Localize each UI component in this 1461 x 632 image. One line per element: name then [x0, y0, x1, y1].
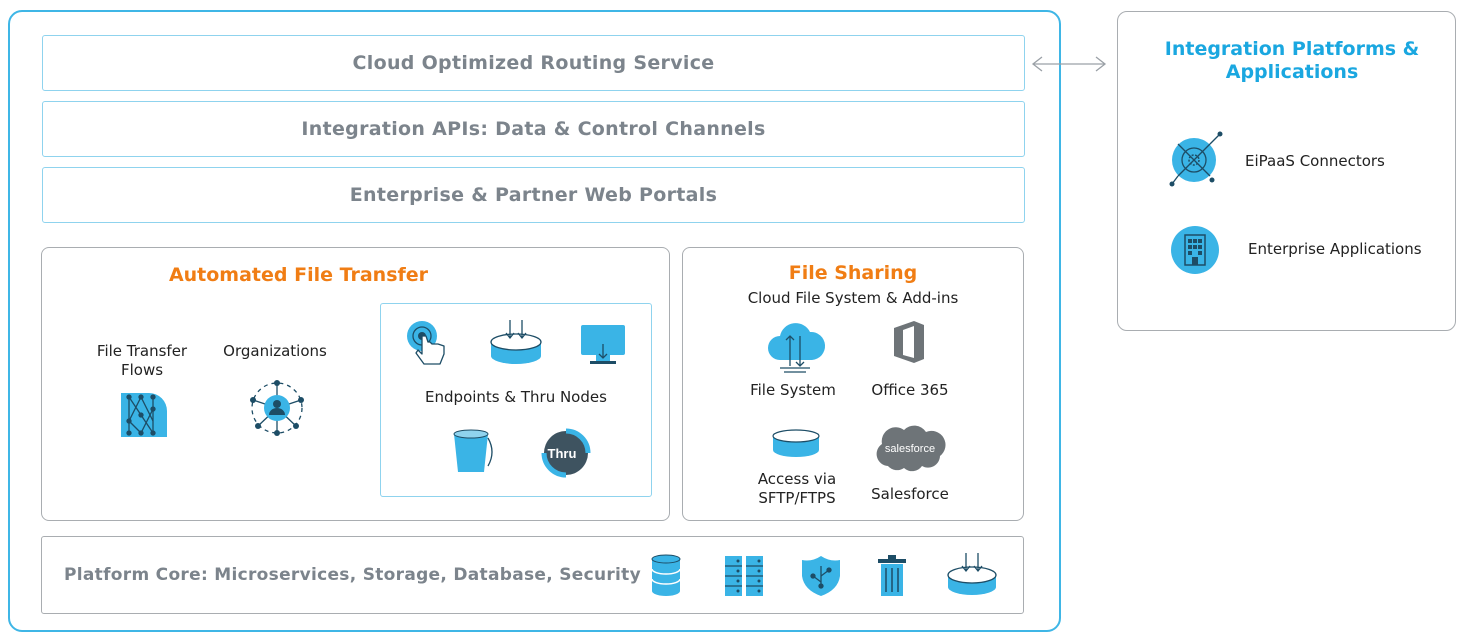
routing-service-bar: Cloud Optimized Routing Service	[42, 35, 1025, 91]
database-icon	[772, 429, 820, 457]
integration-apis-bar: Integration APIs: Data & Control Channel…	[42, 101, 1025, 157]
flows-icon	[121, 393, 167, 437]
platform-container	[8, 10, 1061, 632]
file-sharing-title: File Sharing	[788, 262, 918, 284]
platform-core-bar	[41, 536, 1024, 614]
routing-service-label: Cloud Optimized Routing Service	[352, 52, 715, 74]
enterprise-applications-label: Enterprise Applications	[1248, 240, 1422, 258]
web-portals-bar: Enterprise & Partner Web Portals	[42, 167, 1025, 223]
database-stack-icon	[651, 554, 681, 596]
thru-badge-text: Thru	[548, 446, 577, 461]
bidirectional-arrow-icon	[1031, 56, 1107, 72]
automated-file-transfer-panel	[41, 247, 670, 521]
platform-core-label: Platform Core: Microservices, Storage, D…	[64, 565, 641, 585]
integration-platforms-panel	[1117, 11, 1456, 331]
file-sharing-subtitle: Cloud File System & Add-ins	[747, 289, 959, 307]
salesforce-label: Salesforce	[871, 485, 949, 503]
thru-icon: Thru	[541, 428, 591, 478]
touch-icon	[407, 321, 445, 365]
file-system-label: File System	[750, 381, 836, 399]
endpoints-panel	[380, 303, 652, 497]
building-icon	[1171, 226, 1219, 274]
file-transfer-flows-label: File Transfer Flows	[96, 342, 188, 379]
security-shield-icon	[802, 556, 840, 596]
server-rack-icon	[725, 556, 763, 596]
organizations-icon	[250, 380, 304, 436]
eipaas-icon	[1169, 131, 1223, 187]
office365-icon	[894, 321, 924, 363]
monitor-icon	[581, 325, 625, 364]
aft-title: Automated File Transfer	[168, 264, 429, 286]
storage-download-icon	[490, 320, 542, 364]
endpoints-label: Endpoints & Thru Nodes	[425, 388, 607, 406]
organizations-label: Organizations	[223, 342, 327, 360]
integration-apis-label: Integration APIs: Data & Control Channel…	[301, 118, 766, 140]
cloud-icon	[768, 323, 826, 373]
file-sharing-panel	[682, 247, 1024, 521]
salesforce-logo-text: salesforce	[885, 443, 935, 455]
salesforce-logo: salesforce	[876, 425, 946, 472]
integration-platforms-title: Integration Platforms & Applications	[1164, 38, 1420, 83]
trash-icon	[878, 555, 906, 596]
access-sftp-label: Access via SFTP/FTPS	[757, 470, 837, 507]
bucket-icon	[453, 429, 493, 472]
eipaas-connectors-label: EiPaaS Connectors	[1245, 152, 1385, 170]
web-portals-label: Enterprise & Partner Web Portals	[349, 184, 718, 206]
storage-download-core-icon	[947, 553, 997, 595]
office365-label: Office 365	[871, 381, 949, 399]
